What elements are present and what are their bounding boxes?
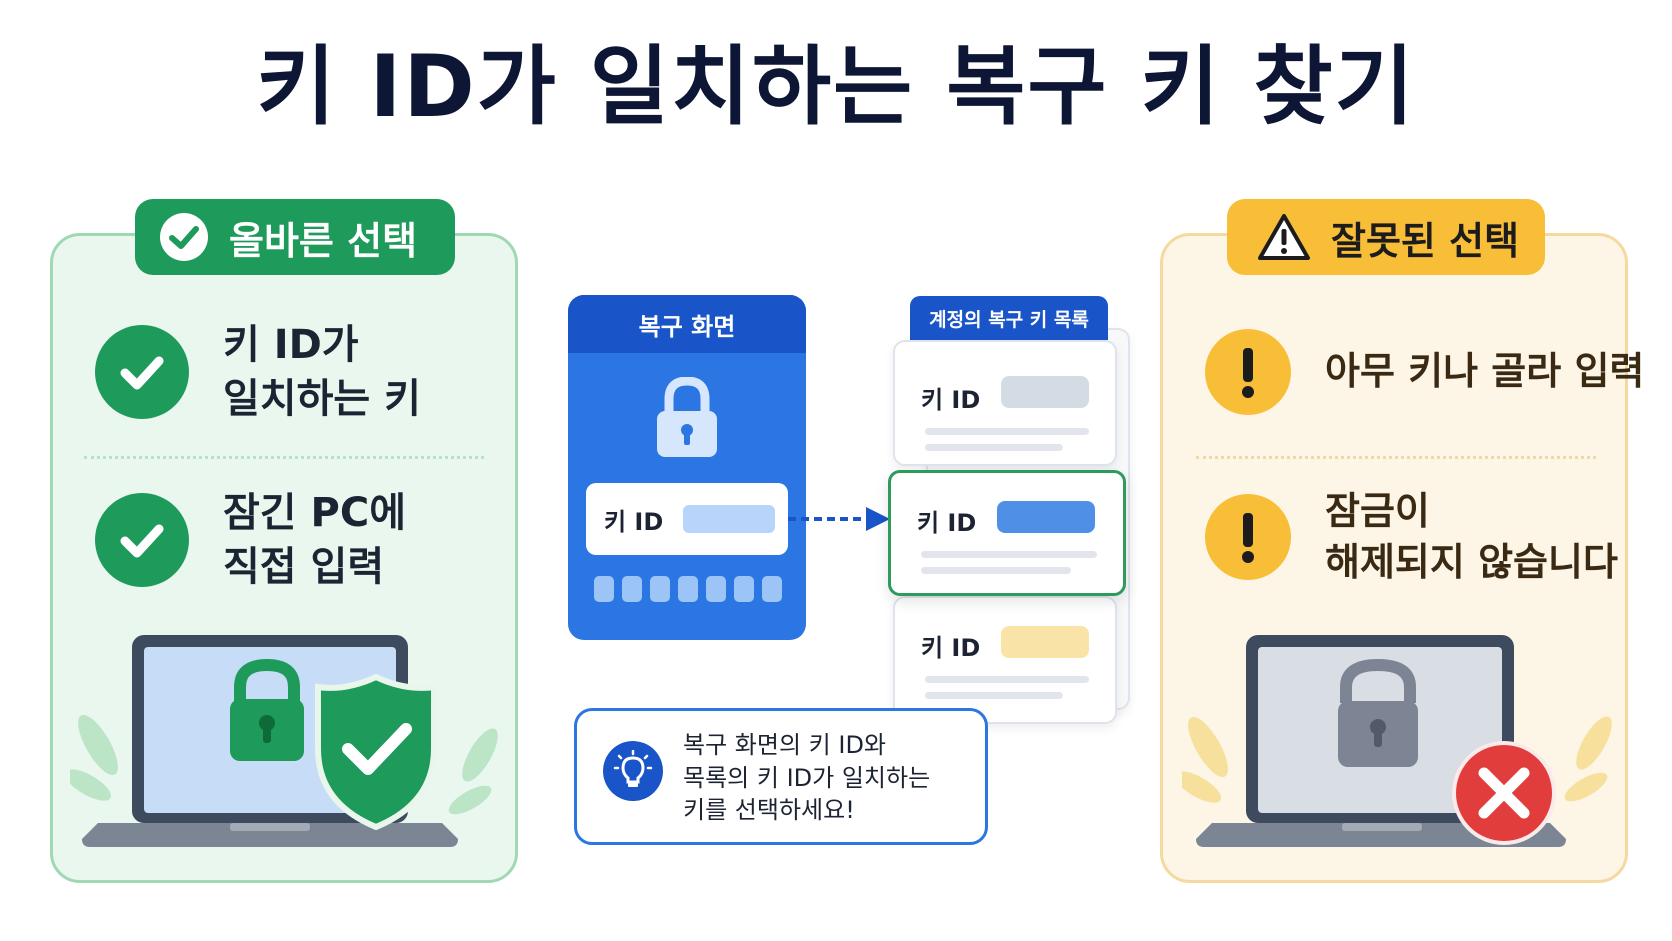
exclamation-icon — [1205, 494, 1291, 581]
recovery-screen-title: 복구 화면 — [568, 295, 806, 353]
key-card-label: 키 ID — [917, 509, 977, 537]
key-card-label: 키 ID — [921, 634, 981, 662]
lock-icon — [1338, 658, 1418, 767]
correct-item-1-line1: 키 ID가 — [223, 322, 359, 368]
tip-text: 복구 화면의 키 ID와 목록의 키 ID가 일치하는 키를 선택하세요! — [683, 731, 931, 825]
check-icon — [95, 493, 189, 587]
wrong-choice-badge: 잘못된 선택 — [1227, 199, 1545, 275]
divider — [84, 456, 484, 459]
x-circle-icon — [1452, 741, 1556, 845]
shield-check-icon — [315, 673, 437, 831]
laptop-unlocked-illustration — [70, 635, 498, 847]
wrong-item-2-line1: 잠금이 — [1325, 489, 1430, 533]
correct-item-2-line2: 직접 입력 — [223, 544, 385, 590]
key-id-bar — [1001, 626, 1089, 658]
key-id-bar-highlighted — [997, 501, 1095, 533]
key-card-3: 키 ID — [893, 596, 1117, 724]
key-card-label: 키 ID — [921, 386, 981, 414]
wrong-choice-label: 잘못된 선택 — [1331, 218, 1520, 263]
correct-item-1: 키 ID가 일치하는 키 — [95, 318, 421, 426]
leaf-decoration-icon — [70, 714, 498, 815]
exclamation-icon — [1205, 329, 1291, 415]
check-icon — [95, 325, 189, 419]
check-circle-icon — [160, 213, 208, 261]
recovery-screen: 복구 화면 키 ID — [568, 295, 806, 640]
lock-icon — [230, 658, 304, 761]
page-title: 키 ID가 일치하는 복구 키 찾기 — [256, 37, 1416, 137]
wrong-item-1: 아무 키나 골라 입력 — [1205, 329, 1644, 415]
key-id-bar — [1001, 376, 1089, 408]
wrong-item-2: 잠금이 해제되지 않습니다 — [1205, 486, 1618, 589]
wrong-item-1-line1: 아무 키나 골라 입력 — [1325, 349, 1645, 394]
tip-box: 복구 화면의 키 ID와 목록의 키 ID가 일치하는 키를 선택하세요! — [574, 708, 988, 845]
lightbulb-icon — [603, 741, 663, 801]
recovery-key-input-boxes — [594, 576, 790, 602]
arrow-right-icon — [788, 507, 890, 531]
laptop-locked-illustration — [1182, 635, 1612, 847]
correct-choice-label: 올바른 선택 — [229, 218, 418, 263]
leaf-decoration-icon — [1182, 716, 1612, 803]
correct-item-2: 잠긴 PC에 직접 입력 — [95, 486, 406, 594]
wrong-item-2-line2: 해제되지 않습니다 — [1325, 540, 1618, 585]
correct-item-2-line1: 잠긴 PC에 — [223, 490, 406, 536]
key-id-display: 키 ID — [586, 483, 788, 555]
key-id-label: 키 ID — [604, 507, 664, 536]
key-id-value-bar — [683, 505, 776, 533]
warning-triangle-icon — [1258, 214, 1310, 260]
lock-icon — [657, 377, 717, 457]
divider — [1196, 456, 1596, 459]
key-card-1: 키 ID — [893, 340, 1117, 466]
correct-choice-badge: 올바른 선택 — [135, 199, 455, 275]
correct-item-1-line2: 일치하는 키 — [223, 376, 421, 422]
key-card-matching[interactable]: 키 ID — [888, 470, 1126, 596]
key-list-title: 계정의 복구 키 목록 — [910, 296, 1108, 340]
